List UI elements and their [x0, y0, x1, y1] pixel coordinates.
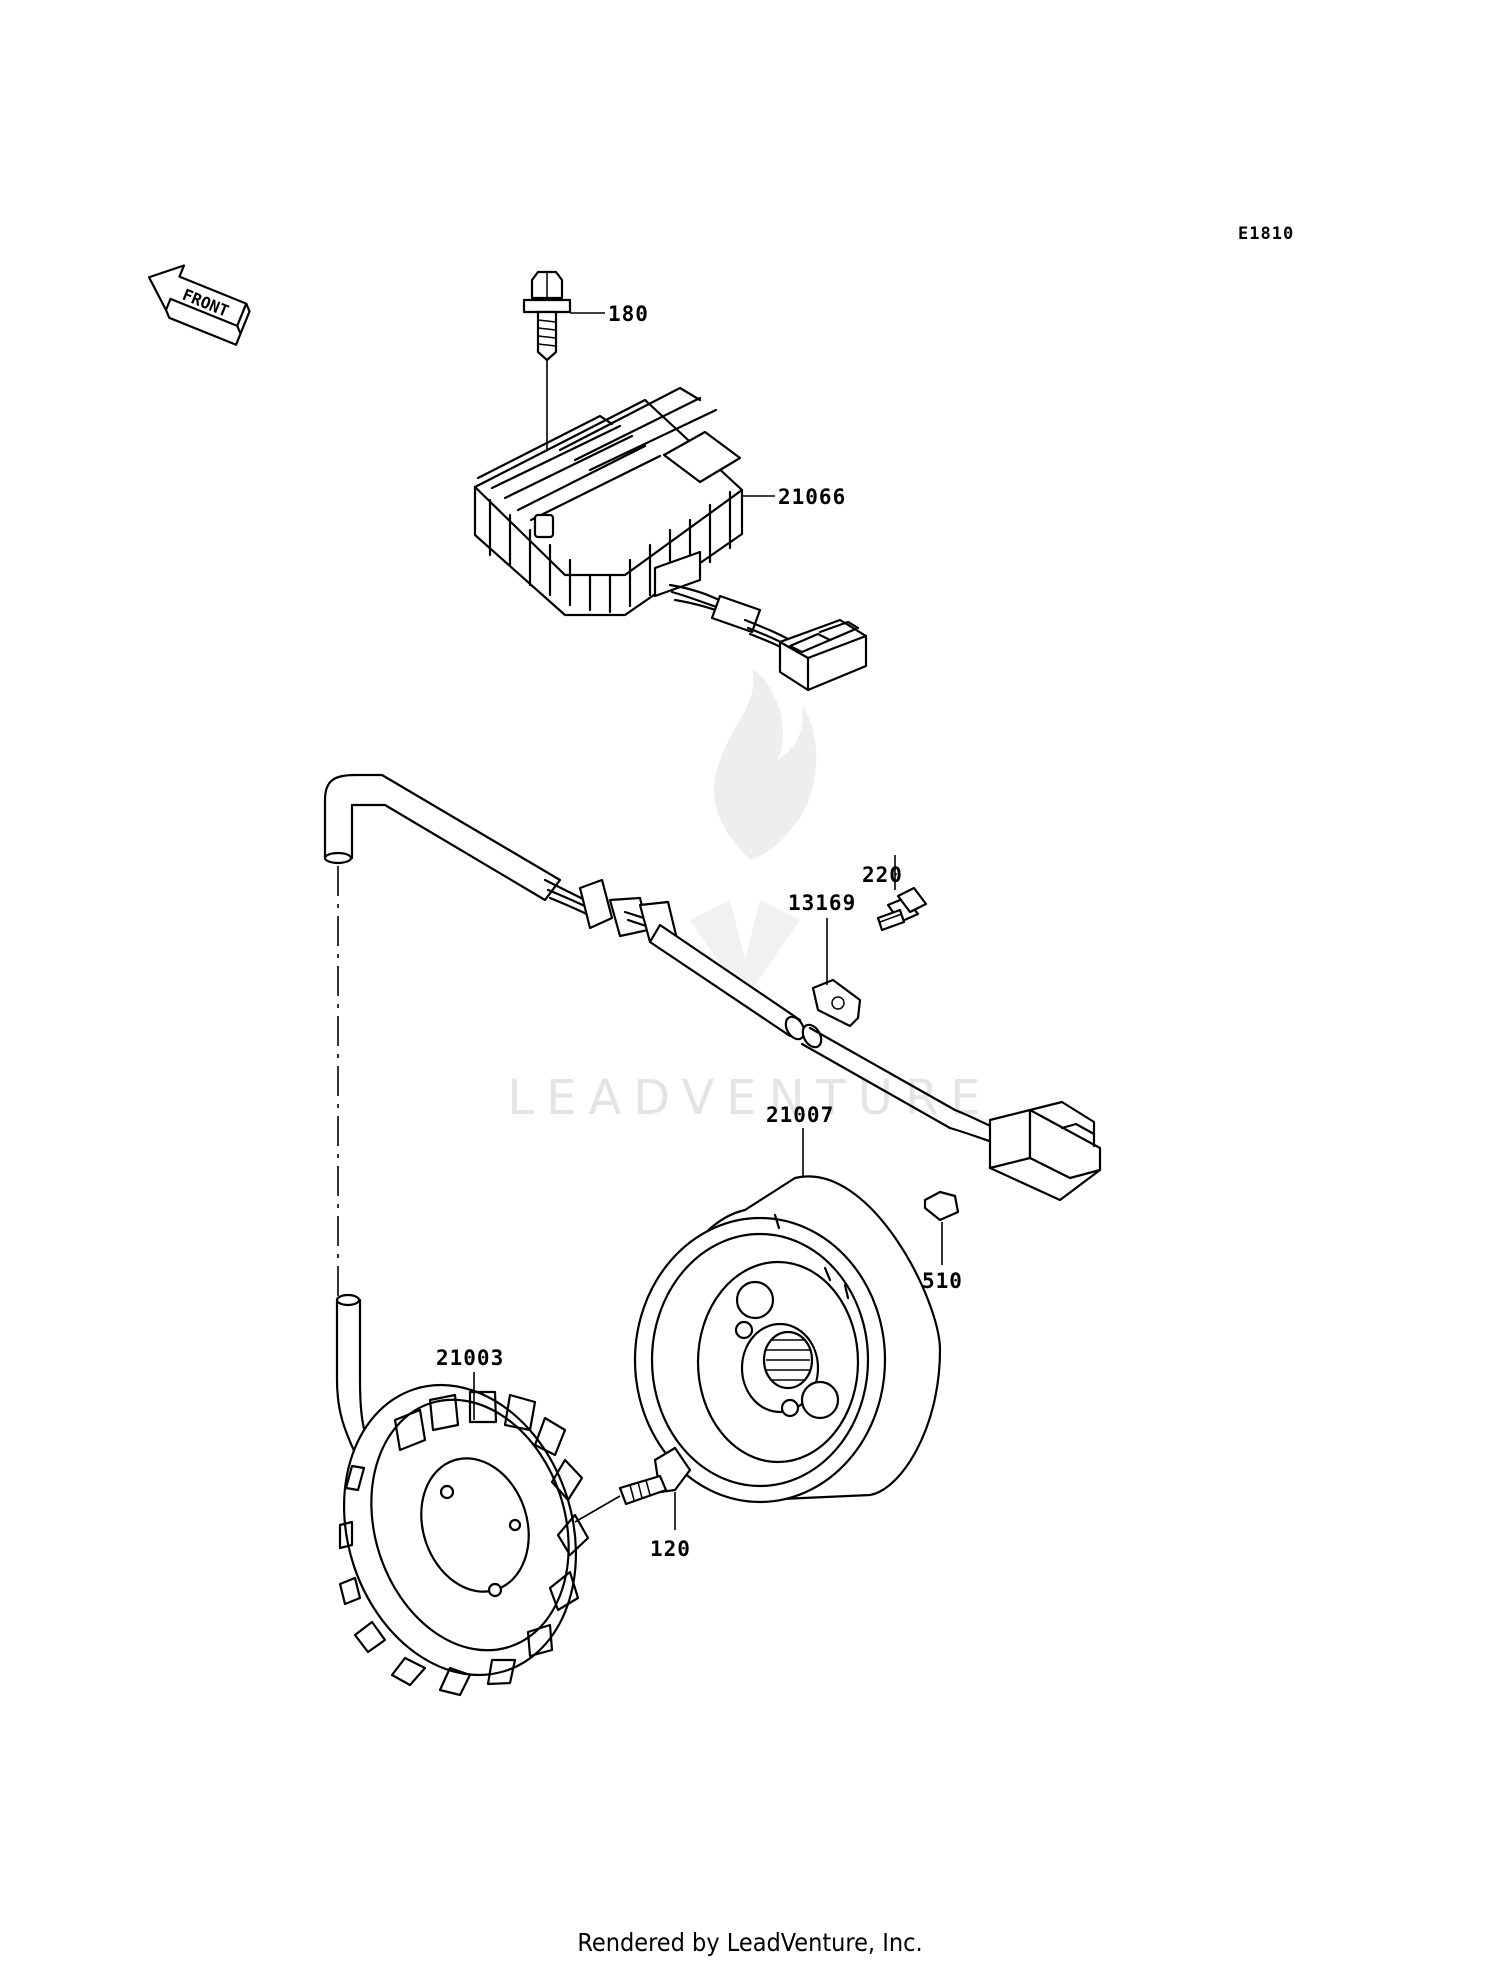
callout-220: 220: [862, 863, 903, 887]
bolt-120: [618, 1446, 692, 1506]
leadventure-flame-logo-icon: [690, 668, 817, 1000]
callout-120: 120: [650, 1537, 691, 1561]
screw-220: [876, 886, 928, 932]
callout-13169: 13169: [788, 891, 856, 915]
callout-21003: 21003: [436, 1346, 504, 1370]
stator-21003: [335, 1293, 590, 1697]
rotor-flywheel-21007: [633, 1175, 942, 1504]
regulator-rectifier-21066: [473, 386, 868, 692]
woodruff-key-510: [923, 1190, 960, 1222]
bracket-13169: [811, 978, 862, 1028]
stator-harness-cable: [323, 773, 1102, 1202]
callout-21066: 21066: [778, 485, 846, 509]
watermark-text: LEADVENTURE: [507, 1070, 992, 1126]
footer-credit: Rendered by LeadVenture, Inc.: [577, 1928, 923, 1957]
callout-21007: 21007: [766, 1103, 834, 1127]
diagram-code: E1810: [1238, 224, 1294, 244]
callout-510: 510: [922, 1269, 963, 1293]
front-arrow-icon: FRONT: [147, 264, 251, 346]
bolt-180: [522, 270, 572, 528]
callout-180: 180: [608, 302, 649, 326]
